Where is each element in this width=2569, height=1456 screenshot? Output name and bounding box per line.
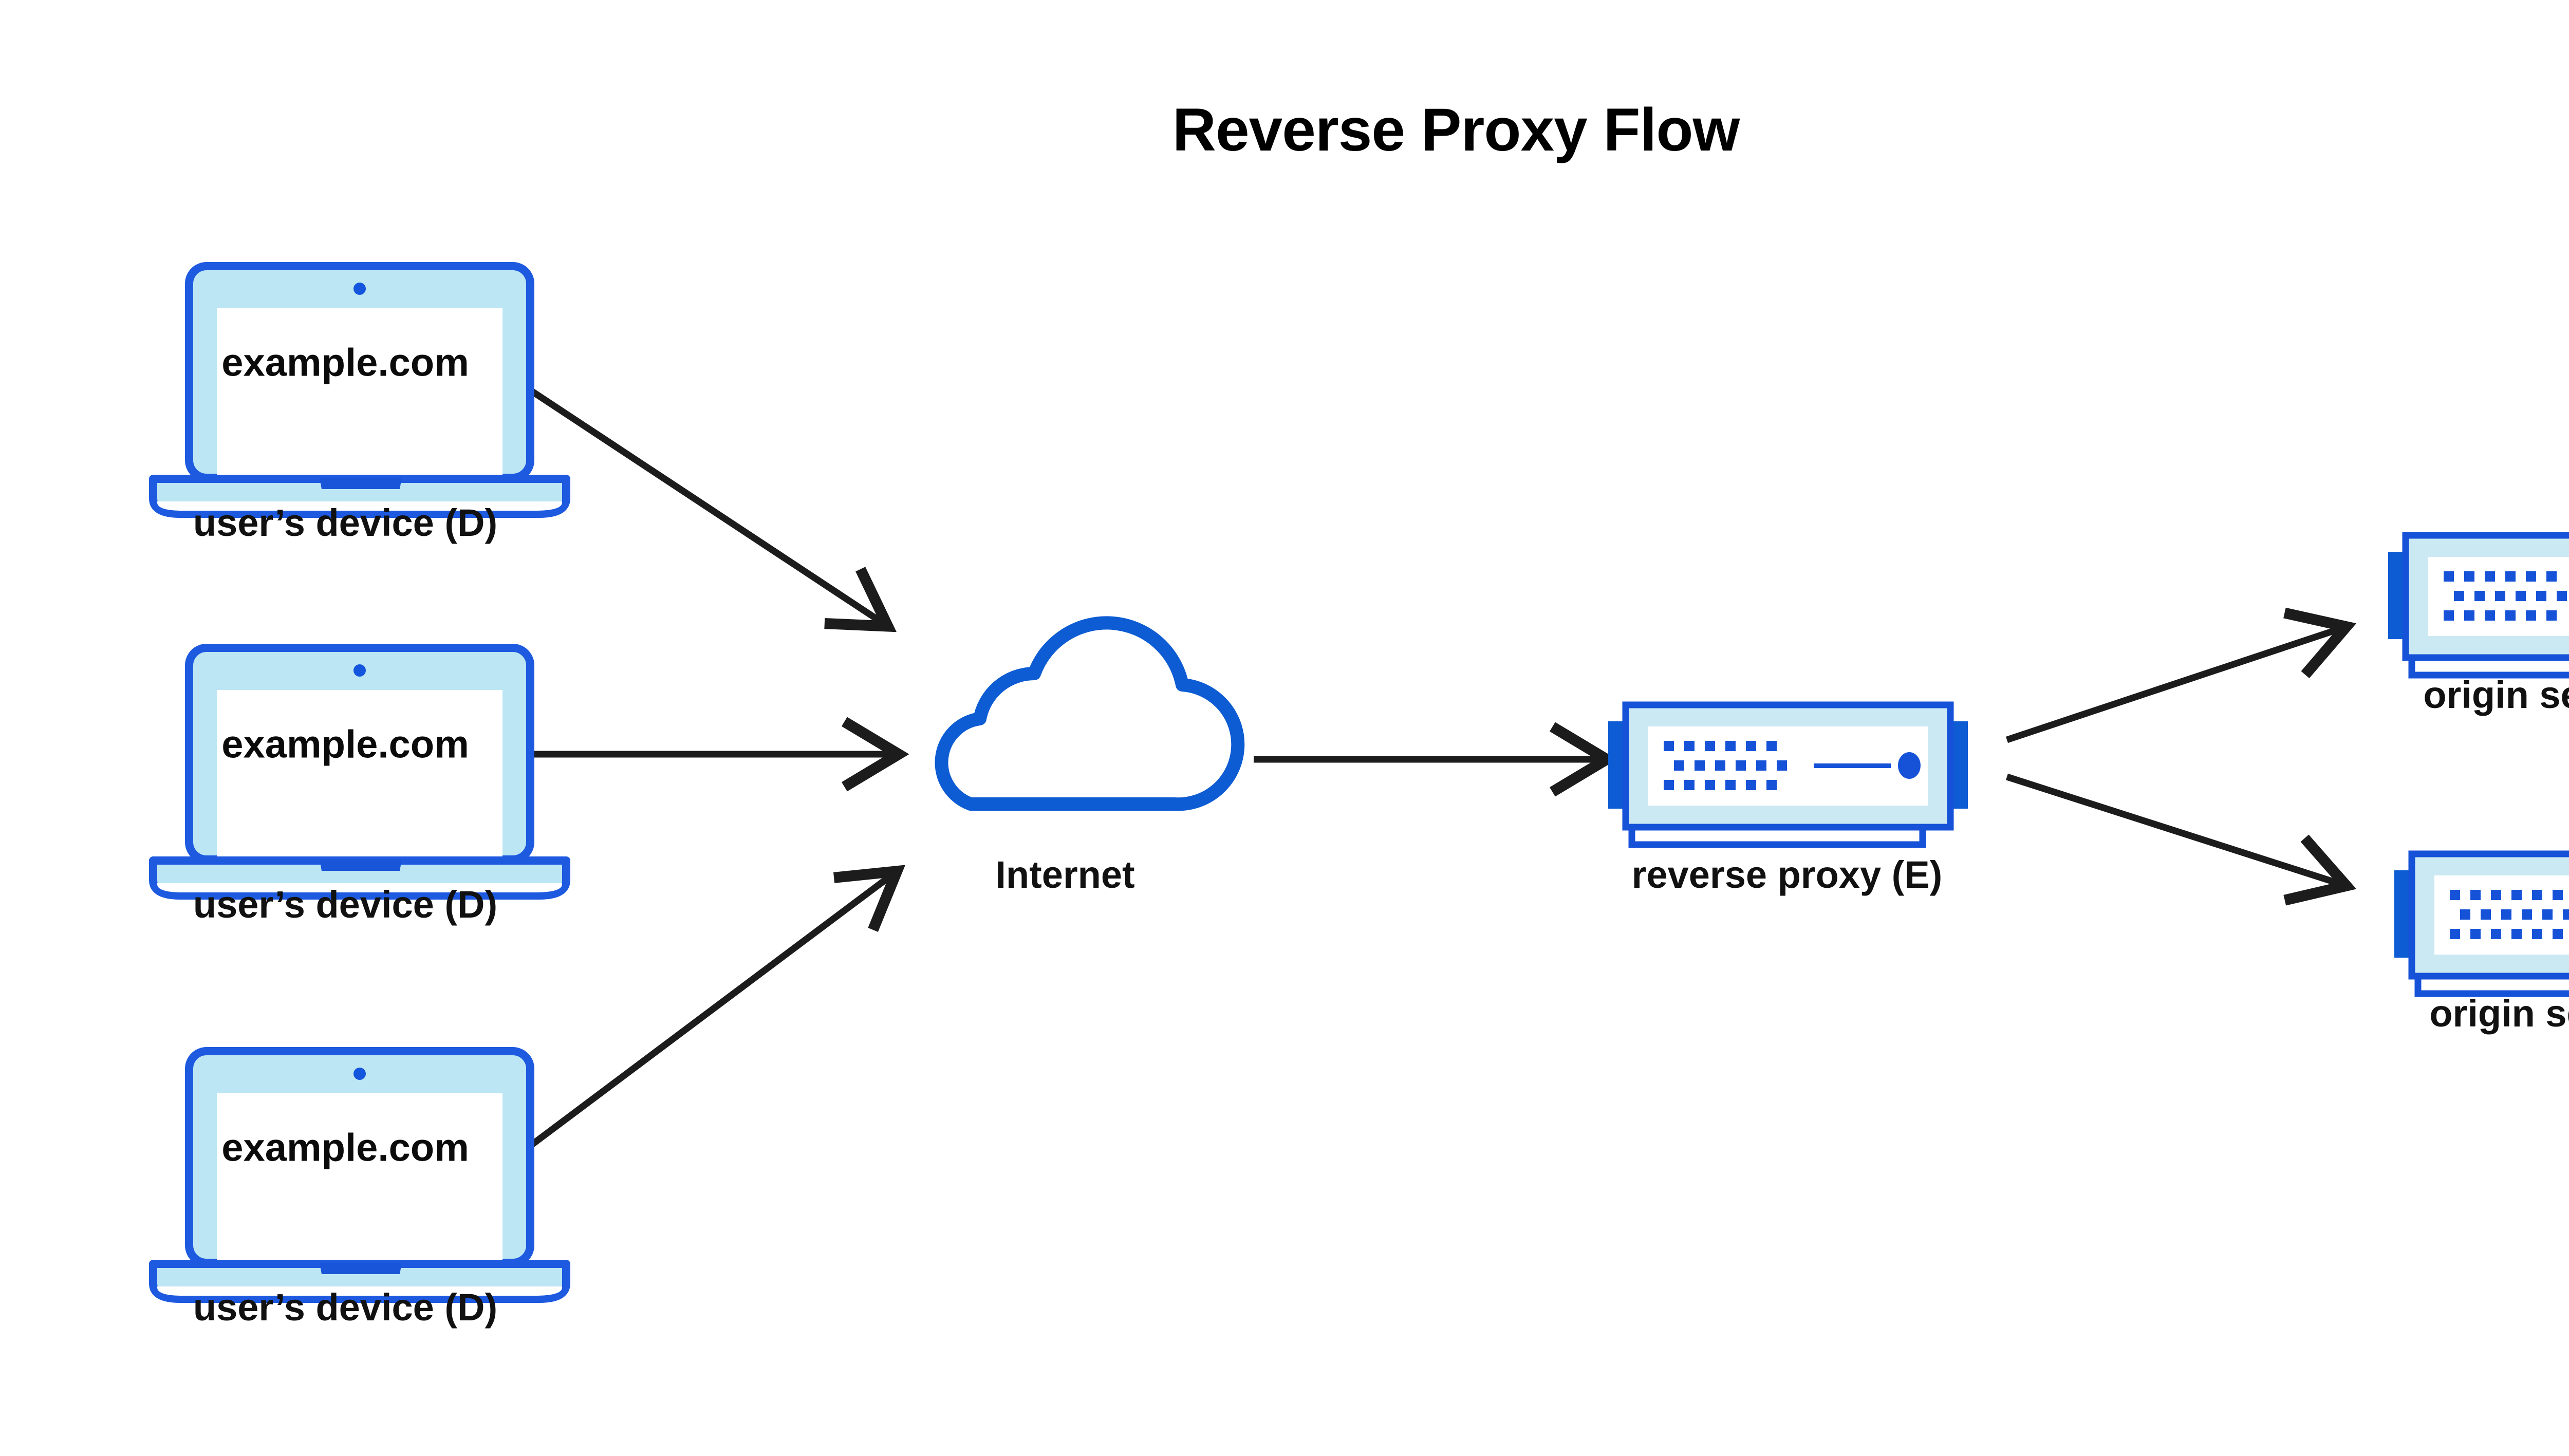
- internet-cloud[interactable]: [942, 623, 1238, 804]
- client-laptop-bottom[interactable]: [153, 1051, 566, 1299]
- client-top-screen-text: example.com: [221, 341, 469, 385]
- client-laptop-middle[interactable]: [153, 648, 566, 895]
- arrow-client-top-to-internet: [509, 375, 897, 632]
- reverse-proxy-server[interactable]: [1608, 705, 1968, 845]
- client-middle-label: user’s device (D): [193, 883, 498, 926]
- page-title: Reverse Proxy Flow: [1172, 96, 1740, 164]
- client-laptop-top[interactable]: [153, 266, 566, 514]
- client-bottom-label: user’s device (D): [193, 1286, 498, 1329]
- origin-server-top[interactable]: [2388, 535, 2569, 675]
- internet-label: Internet: [995, 853, 1135, 896]
- client-middle-screen-text: example.com: [221, 722, 469, 767]
- arrow-proxy-to-origin-top: [2005, 607, 2357, 743]
- origin-server-top-label: origin server (F): [2423, 674, 2569, 716]
- arrow-proxy-to-origin-bottom: [2006, 773, 2357, 906]
- arrow-client-bottom-to-internet: [509, 865, 906, 1163]
- origin-server-bottom[interactable]: [2394, 854, 2569, 994]
- origin-server-bottom-label: origin server (F): [2429, 992, 2569, 1035]
- client-top-label: user’s device (D): [193, 501, 498, 544]
- reverse-proxy-label: reverse proxy (E): [1631, 853, 1943, 896]
- client-bottom-screen-text: example.com: [221, 1126, 469, 1170]
